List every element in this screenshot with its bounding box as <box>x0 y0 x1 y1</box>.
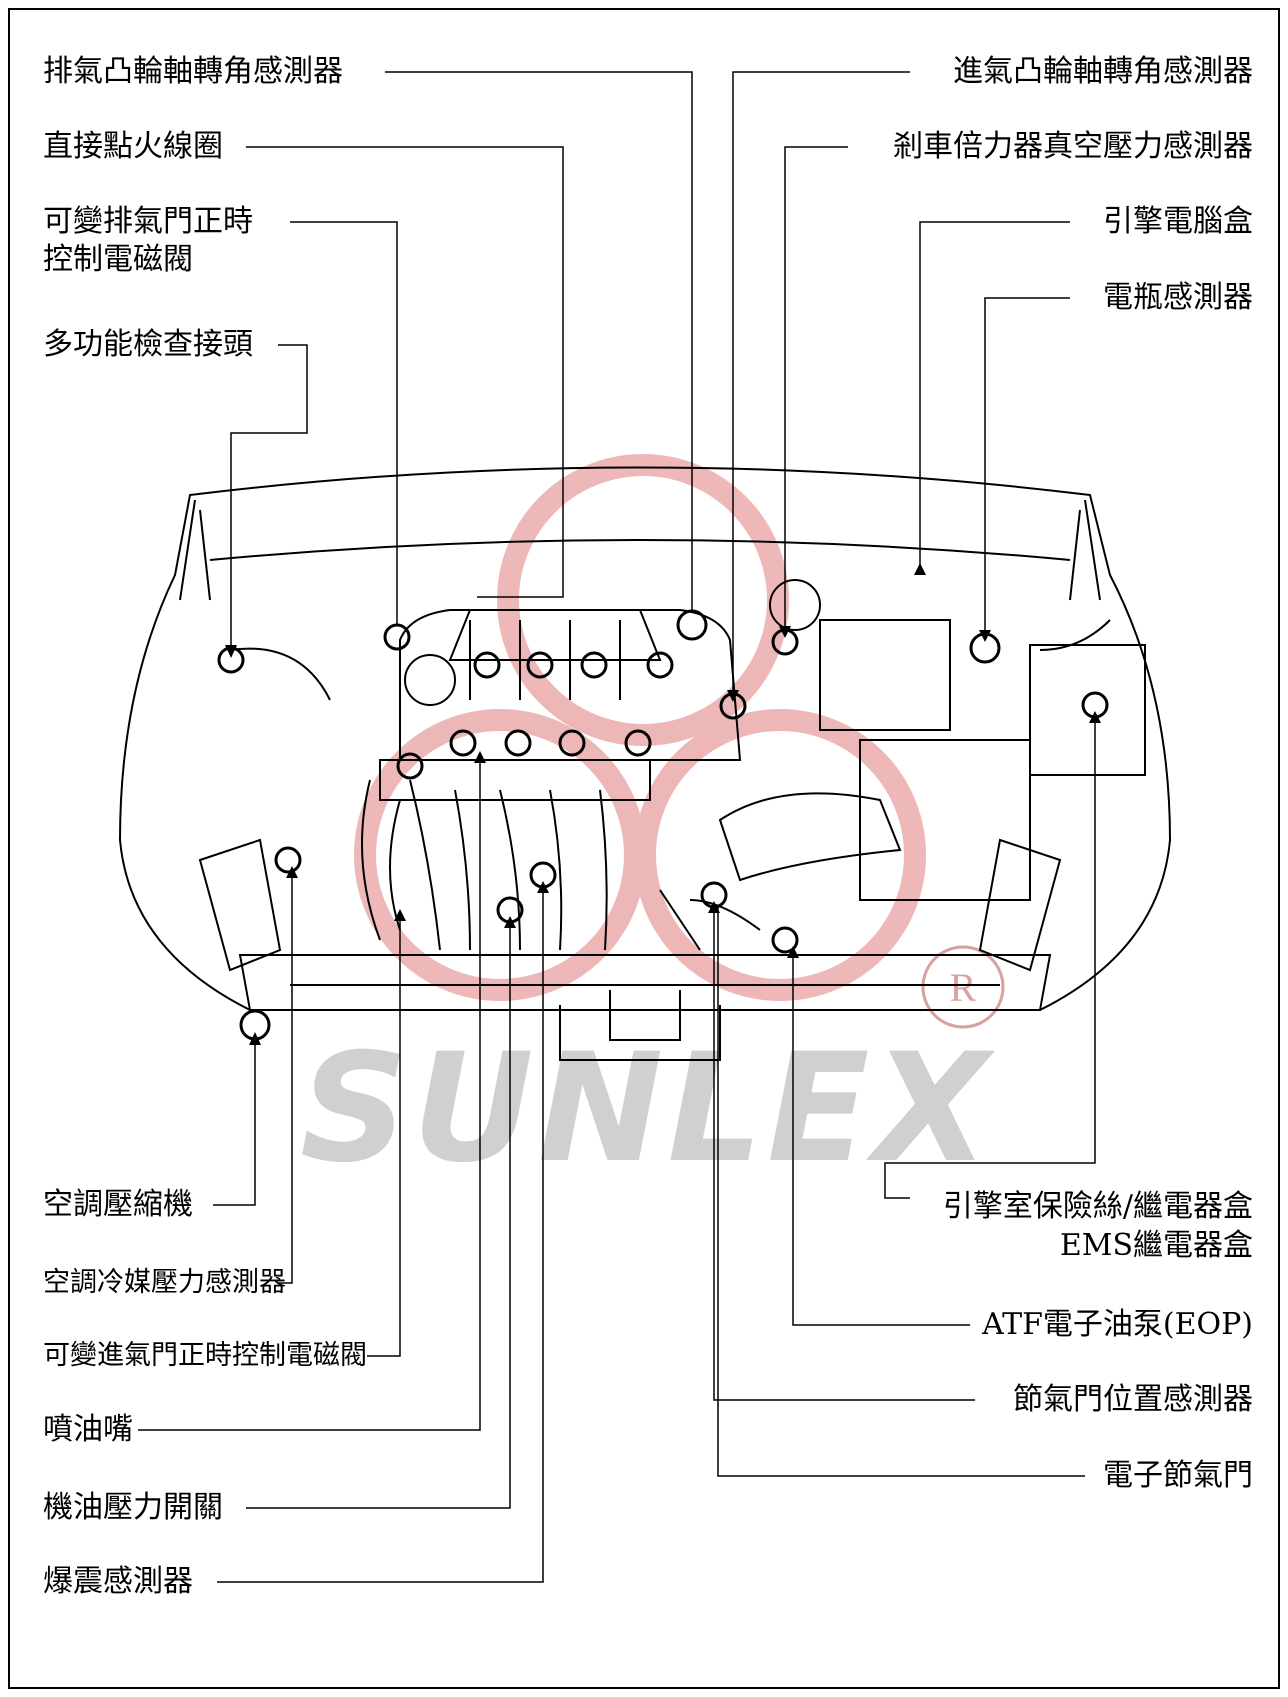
leader-brake-vacuum <box>784 146 848 630</box>
label-ac-compressor: 空調壓縮機 <box>43 1187 193 1222</box>
radiator-support <box>238 954 1052 1011</box>
marker-coil-2 <box>526 651 554 679</box>
marker-coil-3 <box>580 651 608 679</box>
air-filter-box <box>859 739 1031 901</box>
leader-knock <box>217 887 544 1583</box>
marker-exhaust-vvt <box>383 623 411 651</box>
label-diag-connector: 多功能檢查接頭 <box>43 327 253 362</box>
air-intake-hose <box>718 792 902 882</box>
label-ac-pressure-sensor: 空調冷媒壓力感測器 <box>43 1267 286 1298</box>
label-etc: 電子節氣門 <box>1103 1458 1253 1493</box>
registered-letter: R <box>950 965 977 1010</box>
label-exhaust-vvt-line1: 可變排氣門正時 <box>43 204 253 239</box>
leader-injector <box>138 757 481 1431</box>
leader-atf <box>792 952 970 1326</box>
label-exhaust-vvt-line2: 控制電磁閥 <box>43 242 193 277</box>
label-brake-vacuum-sensor: 剎車倍力器真空壓力感測器 <box>893 129 1253 164</box>
leader-intake-cam <box>732 71 910 694</box>
leader-battery-sensor <box>984 297 1070 634</box>
leader-etc <box>717 907 1085 1477</box>
label-injector: 噴油嘴 <box>43 1412 133 1447</box>
cylinder-head <box>399 609 742 761</box>
label-oil-pressure-switch: 機油壓力開關 <box>43 1490 223 1525</box>
label-intake-cam-sensor: 進氣凸輪軸轉角感測器 <box>953 54 1253 89</box>
leader-intake-vvt <box>367 915 401 1357</box>
marker-exhaust-cam <box>676 609 708 641</box>
leader-diag-connector <box>230 344 308 648</box>
marker-inj-2 <box>504 729 532 757</box>
label-battery-sensor: 電瓶感測器 <box>1103 280 1253 315</box>
intake-manifold <box>409 779 608 951</box>
label-fuse-box-line2: EMS繼電器盒 <box>1059 1228 1253 1263</box>
label-knock-sensor: 爆震感測器 <box>43 1564 193 1599</box>
label-intake-vvt: 可變進氣門正時控制電磁閥 <box>43 1340 367 1371</box>
hood-outline <box>118 466 1172 1011</box>
leader-exhaust-vvt <box>290 221 398 625</box>
leader-tps <box>713 907 975 1401</box>
marker-atf <box>771 926 799 954</box>
label-tps: 節氣門位置感測器 <box>1013 1382 1253 1417</box>
label-ecu: 引擎電腦盒 <box>1103 204 1253 239</box>
fuse-box <box>1029 644 1146 776</box>
leader-ecu <box>919 221 1070 570</box>
leader-fuse-box <box>884 717 1096 1199</box>
leader-ignition-coil <box>246 146 564 598</box>
watermark-text: SUNLEX <box>300 1022 994 1196</box>
marker-inj-4 <box>624 729 652 757</box>
battery <box>819 619 951 731</box>
marker-inj-1 <box>449 729 477 757</box>
leader-ac-pressure <box>278 872 293 1284</box>
leader-oil-pressure <box>246 922 511 1509</box>
label-atf-pump: ATF電子油泵(EOP) <box>982 1307 1253 1342</box>
label-ignition-coil: 直接點火線圈 <box>43 129 223 164</box>
marker-ac-pressure <box>274 846 302 874</box>
marker-inj-3 <box>558 729 586 757</box>
leader-exhaust-cam <box>385 71 693 611</box>
leader-ac-compressor <box>213 1039 256 1206</box>
marker-coil-4 <box>646 651 674 679</box>
marker-coil-1 <box>473 651 501 679</box>
marker-intake-vvt <box>396 752 424 780</box>
label-fuse-box-line1: 引擎室保險絲/繼電器盒 <box>942 1189 1253 1224</box>
label-exhaust-cam-sensor: 排氣凸輪軸轉角感測器 <box>43 54 343 89</box>
watermark-logo <box>354 454 926 1001</box>
registered-mark <box>921 945 1005 1029</box>
